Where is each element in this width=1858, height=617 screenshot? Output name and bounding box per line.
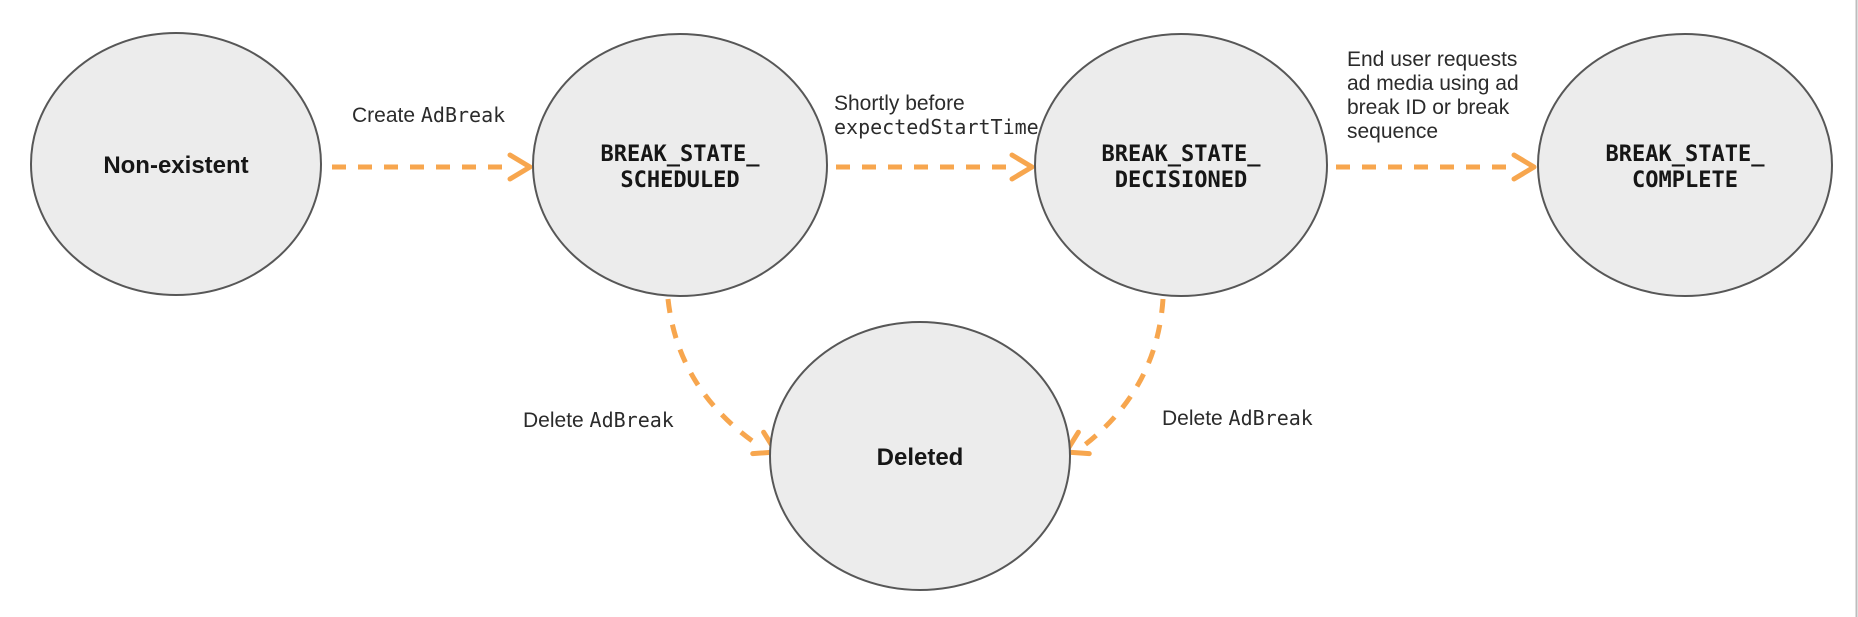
transition-label: ad media using ad (1347, 72, 1519, 95)
state-node-break-state-scheduled: BREAK_STATE_SCHEDULED (532, 33, 828, 297)
transition-label-text: Create (352, 104, 421, 127)
state-node-break-state-decisioned: BREAK_STATE_DECISIONED (1034, 33, 1328, 297)
transition-delete-adbreak-from-scheduled: Delete AdBreak (523, 298, 779, 457)
state-circle (30, 32, 322, 296)
transition-label-text: End user requests (1347, 48, 1517, 71)
transition-label-text: break ID or break (1347, 96, 1510, 119)
transition-label-text: expectedStartTime (834, 115, 1039, 139)
transition-label: Shortly before (834, 92, 965, 115)
transition-label: expectedStartTime (834, 115, 1039, 139)
state-label: Deleted (877, 444, 964, 471)
transition-create-adbreak: Create AdBreak (332, 103, 533, 182)
transition-arrow-delete-adbreak-from-decisioned (1080, 298, 1166, 449)
state-label-line: SCHEDULED (620, 168, 739, 193)
state-circle (1034, 33, 1328, 297)
transition-label-text: Delete (1162, 407, 1229, 430)
state-node-non-existent: Non-existent (30, 32, 322, 296)
state-label: BREAK_STATE_SCHEDULED (601, 142, 761, 193)
transition-label-text: Shortly before (834, 92, 965, 115)
state-circle (1537, 33, 1833, 297)
transition-label-text: AdBreak (421, 103, 505, 127)
transition-arrow-delete-adbreak-from-scheduled (665, 298, 760, 448)
transition-label: Delete AdBreak (523, 408, 674, 432)
state-label: BREAK_STATE_COMPLETE (1606, 142, 1766, 193)
arrowhead-icon (1009, 152, 1035, 182)
state-label: BREAK_STATE_DECISIONED (1102, 142, 1262, 193)
transition-label: Delete AdBreak (1162, 406, 1313, 430)
state-label-line: BREAK_STATE_ (1606, 142, 1766, 167)
state-node-deleted: Deleted (769, 321, 1071, 591)
state-label-line: Non-existent (103, 152, 248, 179)
state-label-line: Deleted (877, 444, 964, 471)
state-label-line: BREAK_STATE_ (1102, 142, 1262, 167)
arrowhead-icon (1511, 152, 1537, 182)
transition-label: break ID or break (1347, 96, 1510, 119)
state-circle (532, 33, 828, 297)
transition-delete-adbreak-from-decisioned: Delete AdBreak (1063, 298, 1313, 457)
state-circle (769, 321, 1071, 591)
arrowhead-icon (507, 152, 533, 182)
transition-label-text: Delete (523, 409, 590, 432)
transition-label-text: AdBreak (590, 408, 674, 432)
transition-label-text: AdBreak (1229, 406, 1313, 430)
state-label: Non-existent (103, 152, 248, 179)
transition-label: sequence (1347, 120, 1438, 143)
transition-label-text: sequence (1347, 120, 1438, 143)
transition-label-text: ad media using ad (1347, 72, 1519, 95)
state-label-line: BREAK_STATE_ (601, 142, 761, 167)
transition-label: Create AdBreak (352, 103, 505, 127)
state-label-line: DECISIONED (1115, 168, 1247, 193)
state-node-break-state-complete: BREAK_STATE_COMPLETE (1537, 33, 1833, 297)
state-label-line: COMPLETE (1632, 168, 1738, 193)
transition-label: End user requests (1347, 48, 1517, 71)
